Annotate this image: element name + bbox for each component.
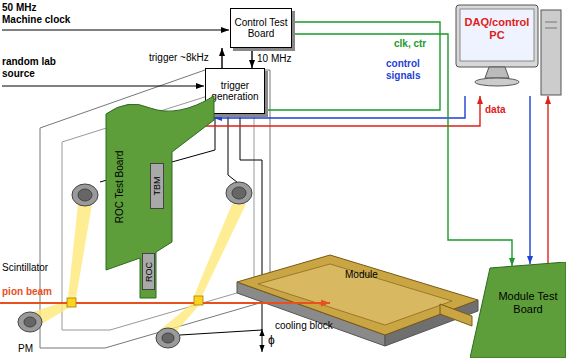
annotation-label: cooling block	[275, 320, 333, 332]
edge-label: data	[484, 104, 507, 116]
input-wires	[2, 30, 229, 86]
annotation-label: Module	[345, 269, 378, 281]
node-label: Module Test Board	[496, 290, 560, 315]
daq-pc: DAQ/control PC	[455, 4, 562, 96]
signal-line	[547, 96, 548, 264]
scintillators	[67, 296, 203, 307]
edge-label: trigger ~8kHz	[148, 52, 210, 64]
node-label: TBM	[152, 177, 162, 196]
roc-test-board: ROC Test Board TBM ROC	[98, 92, 216, 302]
rotation-arrow	[262, 329, 263, 352]
node-label: ROC	[143, 262, 153, 282]
module-test-board: Module Test Board	[470, 262, 566, 358]
annotation-label: 50 MHz Machine clock	[2, 2, 74, 25]
edge-label: 10 MHz	[256, 53, 292, 65]
node-label: trigger generation	[209, 80, 261, 103]
signal-line	[292, 34, 512, 266]
pion-beam	[0, 303, 330, 304]
label-holder: ROC Test Board	[112, 132, 128, 242]
node-label: DAQ/control PC	[461, 16, 533, 41]
annotation-label: control signals	[386, 58, 438, 81]
tbm-chip: TBM	[150, 163, 164, 209]
signal-line	[221, 48, 222, 68]
annotation-label: pion beam	[2, 286, 52, 298]
node-label: Control Test Board	[234, 17, 288, 40]
node-label: ROC Test Board	[114, 151, 126, 224]
control-board: Control Test Board	[230, 8, 292, 48]
annotation-label: PM	[18, 343, 33, 355]
signal-line	[529, 96, 530, 264]
roc-chip: ROC	[142, 253, 155, 290]
signal-line	[251, 48, 252, 68]
annotation-label: clk, ctr	[394, 38, 426, 50]
annotation-label: ϕ	[268, 334, 275, 348]
annotation-label: Scintillator	[2, 262, 48, 274]
pixel-module	[237, 255, 478, 335]
annotation-label: random lab source	[2, 56, 68, 79]
